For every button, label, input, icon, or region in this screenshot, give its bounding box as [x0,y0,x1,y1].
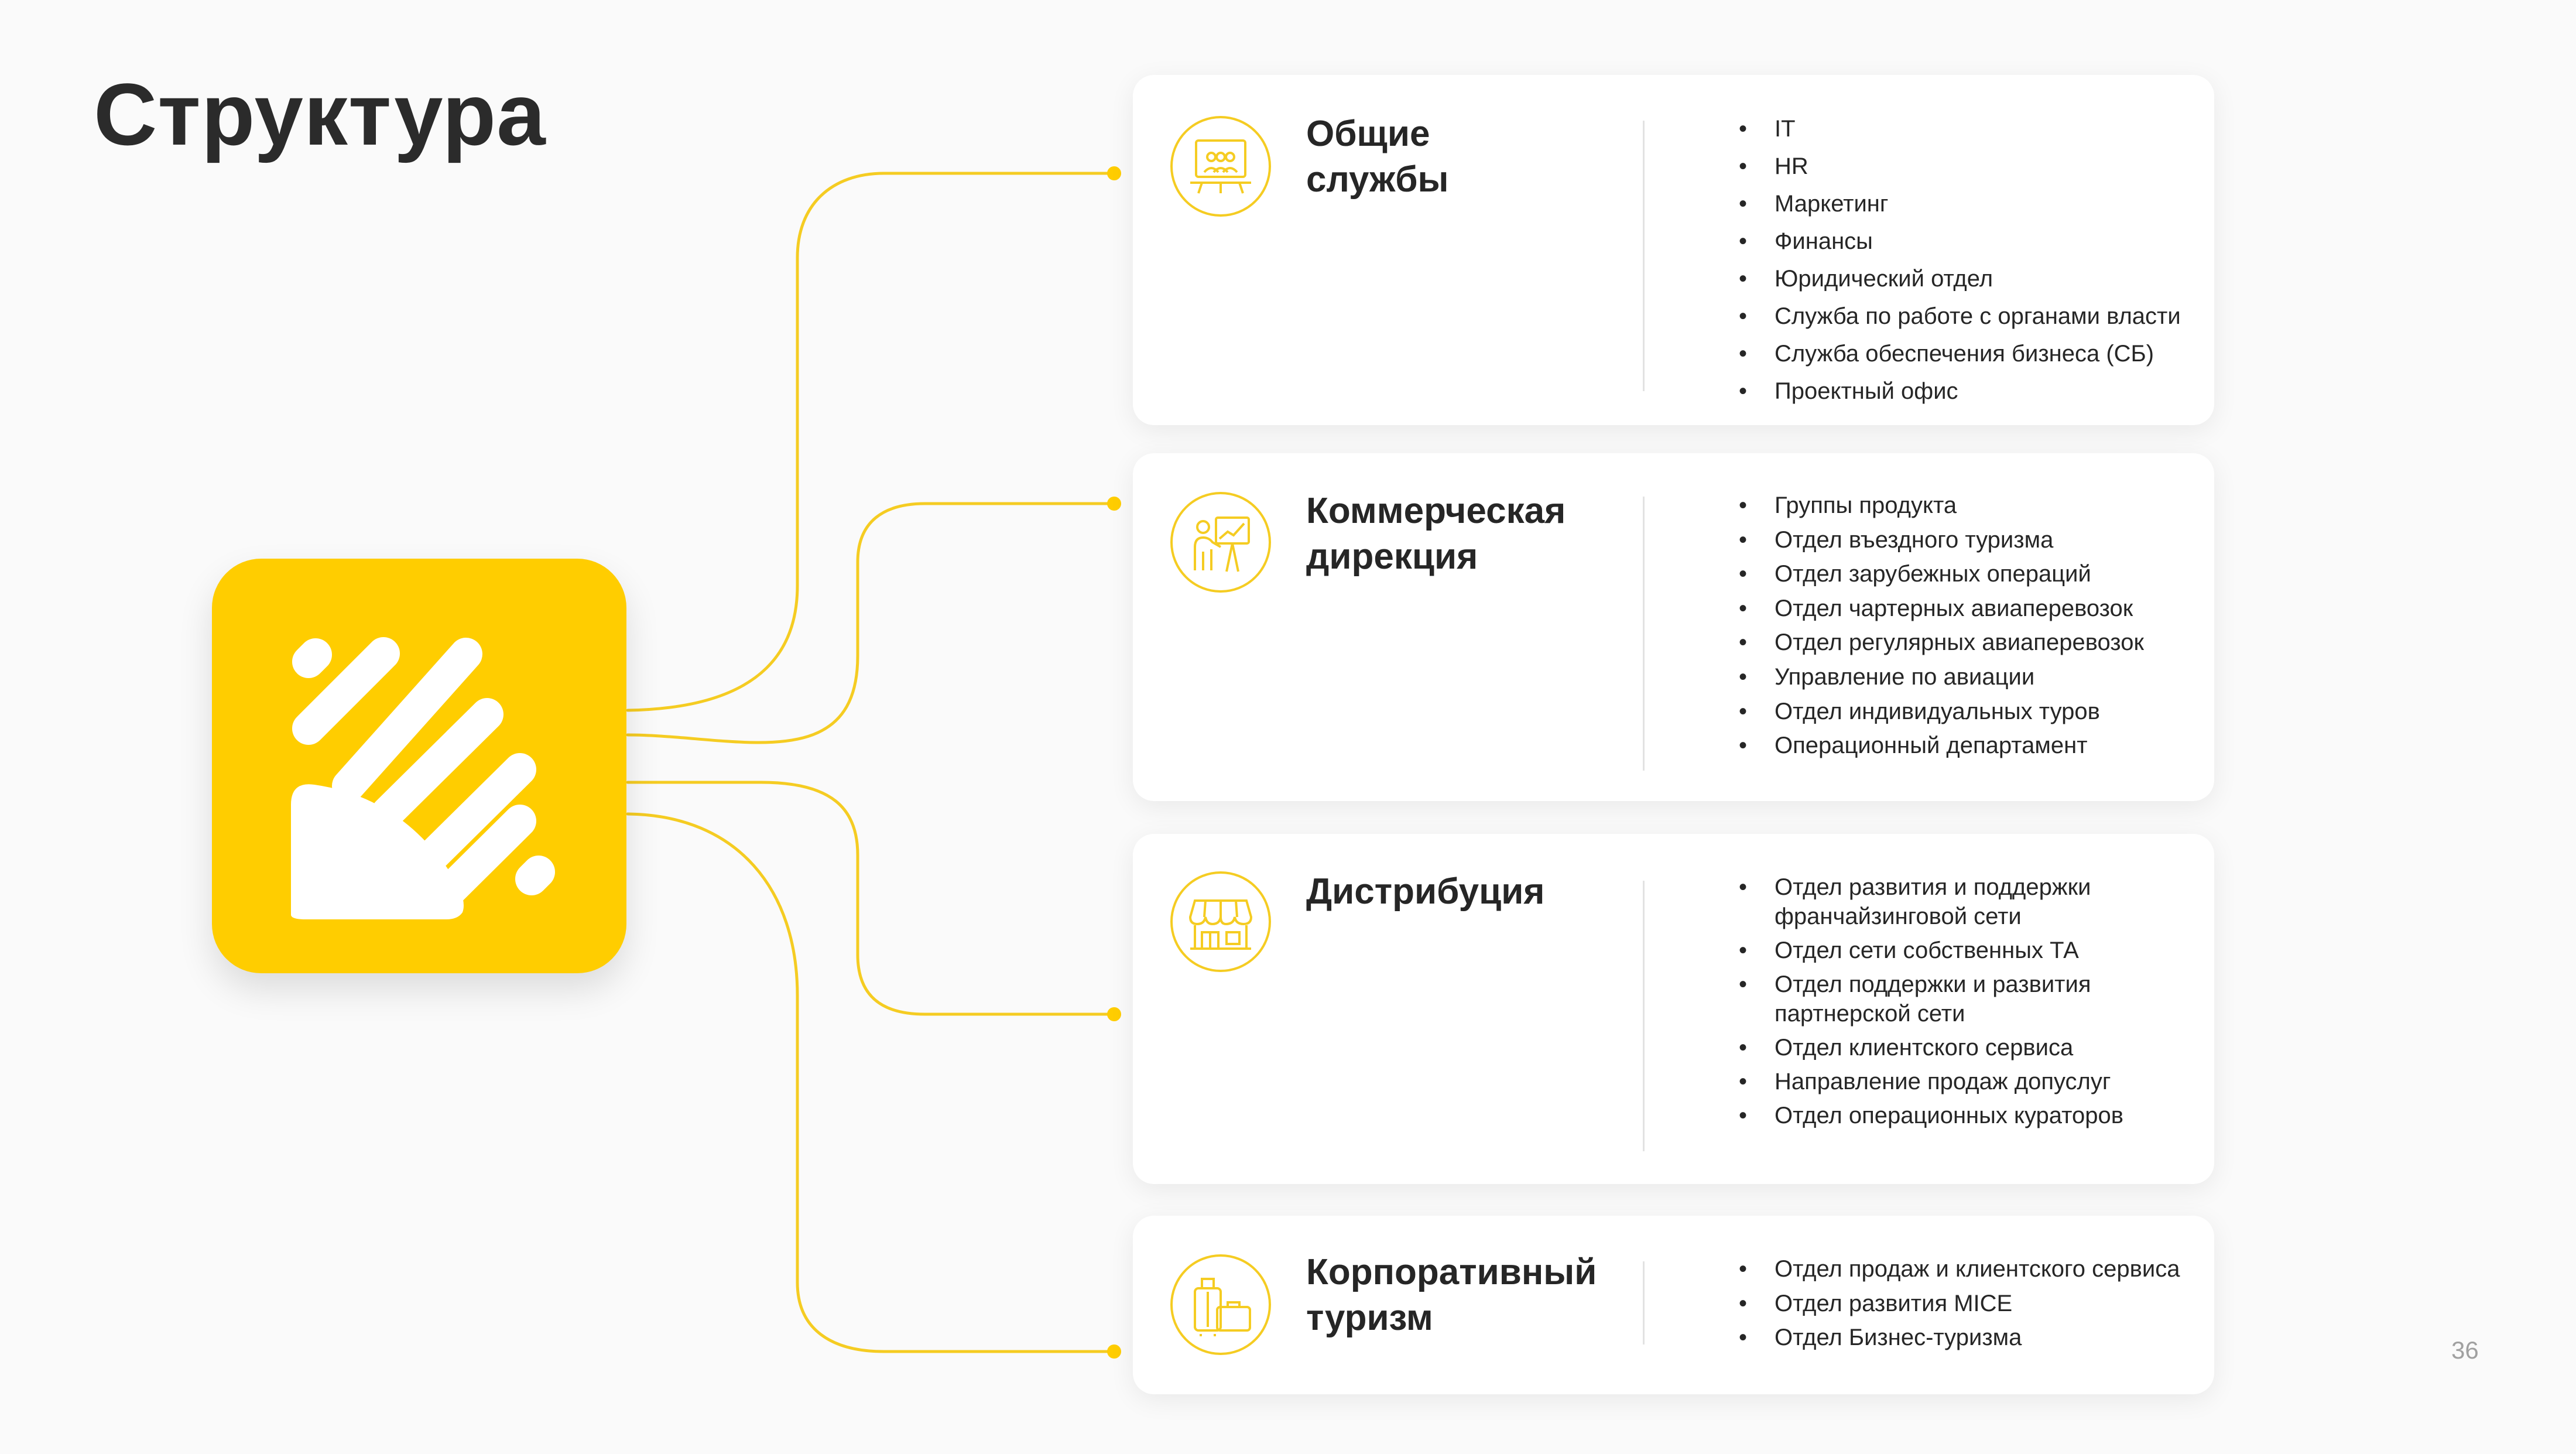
list-item: Отдел въездного туризма [1736,523,2144,557]
list-item: Отдел зарубежных операций [1736,557,2144,591]
list-item: Проектный офис [1736,372,2181,410]
list-item: Финансы [1736,223,2181,260]
list-item: Управление по авиации [1736,660,2144,695]
card-divider [1643,121,1645,391]
list-item: Служба обеспечения бизнеса (СБ) [1736,335,2181,372]
list-item: Отдел клиентского сервиса [1736,1033,2123,1062]
card-divider [1643,1261,1645,1344]
card-divider [1643,497,1645,771]
list-item: Маркетинг [1736,185,2181,223]
page-title: Структура [94,65,546,163]
presenter-chart-icon [1170,492,1271,593]
list-item: Отдел регулярных авиаперевозок [1736,625,2144,660]
list-item: Операционный департамент [1736,728,2144,763]
card-title: Коммерческая дирекция [1306,491,1566,577]
storefront-icon [1170,871,1271,972]
connector-distribution [626,781,1116,1016]
list-item: Отдел Бизнес-туризма [1736,1320,2180,1355]
list-item: Отдел индивидуальных туров [1736,695,2144,729]
connector-dot [1107,1344,1121,1359]
meeting-board-icon [1170,116,1271,217]
list-item: Отдел продаж и клиентского сервиса [1736,1252,2180,1287]
card-item-list: Отдел продаж и клиентского сервиса Отдел… [1736,1252,2180,1355]
list-item: Отдел развития и поддержкифранчайзингово… [1736,873,2123,931]
sunrise-stripes-logo-icon [291,637,555,919]
card-item-list: Группы продукта Отдел въездного туризма … [1736,488,2144,763]
connector-dot [1107,1007,1121,1021]
connector-dot [1107,497,1121,511]
connector-dot [1107,166,1121,180]
connector-general-services [626,172,1116,712]
card-title: Общие службы [1306,114,1449,200]
card-corporate-tourism: Корпоративный туризм Отдел продаж и клие… [1133,1216,2214,1394]
list-item: IT [1736,110,2181,148]
card-title: Корпоративный туризм [1306,1252,1597,1338]
list-item: Юридический отдел [1736,260,2181,297]
list-item: Группы продукта [1736,488,2144,523]
connector-corporate-tourism [626,812,1116,1353]
connector-commercial-directorate [626,502,1116,744]
card-commercial-directorate: Коммерческая дирекция Группы продукта От… [1133,453,2214,801]
card-item-list: Отдел развития и поддержкифранчайзингово… [1736,873,2123,1130]
list-item: Отдел чартерных авиаперевозок [1736,591,2144,626]
card-title: Дистрибуция [1306,871,1545,912]
list-item: HR [1736,148,2181,185]
list-item: Направление продаж допуслуг [1736,1067,2123,1096]
card-general-services: Общие службы IT HR Маркетинг Финансы Юри… [1133,75,2214,425]
list-item: Отдел развития MICE [1736,1287,2180,1321]
list-item: Отдел сети собственных ТА [1736,936,2123,965]
list-item: Служба по работе с органами власти [1736,297,2181,335]
card-divider [1643,881,1645,1151]
card-item-list: IT HR Маркетинг Финансы Юридический отде… [1736,110,2181,410]
list-item: Отдел операционных кураторов [1736,1101,2123,1130]
page-number: 36 [2451,1336,2479,1364]
card-distribution: Дистрибуция Отдел развития и поддержкифр… [1133,834,2214,1184]
luggage-icon [1170,1254,1271,1355]
company-logo [212,559,626,973]
connector-dots [1107,166,1121,1359]
